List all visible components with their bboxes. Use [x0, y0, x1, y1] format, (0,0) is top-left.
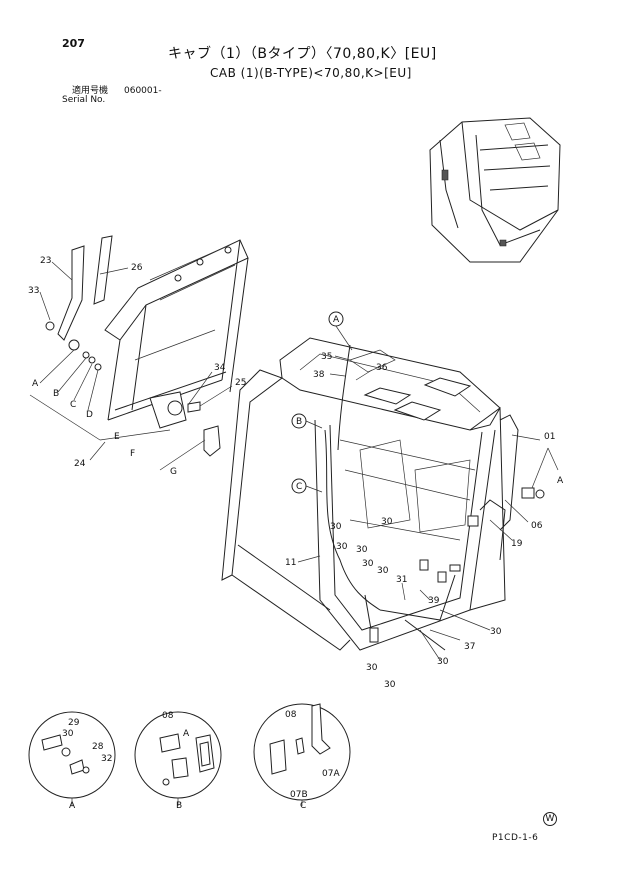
detail-b-label: B [176, 801, 182, 811]
callout-30: 30 [437, 657, 449, 667]
callout-label-c: C [70, 400, 76, 410]
callout-circle-c: C [296, 482, 302, 492]
callout-a-right: A [557, 476, 564, 486]
cab-reference-view [429, 117, 561, 263]
detail-a-part-32: 32 [101, 754, 112, 764]
callout-11: 11 [285, 558, 296, 568]
callout-34: 34 [214, 363, 226, 373]
detail-a-part-30: 30 [62, 729, 74, 739]
title-english: CAB (1)(B-TYPE)<70,80,K>[EU] [210, 66, 412, 80]
title-japanese: キャブ（1）（Bタイプ）〈70,80,K〉[EU] [168, 46, 437, 62]
callout-label-f: F [130, 449, 135, 459]
callout-23: 23 [40, 256, 51, 266]
callout-25: 25 [235, 378, 246, 388]
callout-26: 26 [131, 263, 143, 273]
serial-value: 060001- [124, 86, 162, 96]
callout-30: 30 [356, 545, 368, 555]
callout-circle-b: B [296, 417, 302, 427]
callout-30: 30 [362, 559, 374, 569]
callout-label-e: E [114, 432, 120, 442]
detail-a-part-28: 28 [92, 742, 104, 752]
leader-lines-left [29, 261, 233, 471]
detail-c-label: C [300, 801, 306, 811]
detail-c-part-08: 08 [285, 710, 297, 720]
callout-19: 19 [511, 539, 523, 549]
callout-37: 37 [464, 642, 475, 652]
leader-lines-main [297, 325, 559, 661]
detail-view-b [134, 711, 222, 806]
page-number: 207 [62, 37, 85, 50]
wiper-motor [149, 391, 221, 457]
callout-30: 30 [330, 522, 342, 532]
callout-33: 33 [28, 286, 39, 296]
detail-c-part-07a: 07A [322, 769, 340, 779]
callout-30: 30 [490, 627, 502, 637]
cab-body [221, 337, 545, 651]
callout-label-a: A [32, 379, 39, 389]
callout-38: 38 [313, 370, 325, 380]
callout-30: 30 [336, 542, 348, 552]
callout-circle-a: A [333, 315, 340, 325]
callout-06: 06 [531, 521, 543, 531]
detail-a-label: A [69, 801, 76, 811]
drawing-code: P1CD-1-6 [492, 833, 539, 843]
callout-35: 35 [321, 352, 332, 362]
serial-label-english: Serial No. [62, 95, 106, 105]
callout-circles [291, 311, 344, 494]
detail-view-c [253, 703, 351, 806]
callout-39: 39 [428, 596, 440, 606]
callout-labels: 23 26 33 A B C D E F G 24 34 25 A B C 35… [28, 256, 564, 811]
detail-c-part-07b: 07B [290, 790, 308, 800]
callout-30: 30 [366, 663, 378, 673]
callout-label-d: D [86, 410, 93, 420]
detail-b-part-a: A [183, 729, 190, 739]
detail-view-a [28, 711, 116, 806]
trademark-symbol: W [543, 812, 557, 826]
callout-01: 01 [544, 432, 555, 442]
callout-30: 30 [377, 566, 389, 576]
callout-label-b: B [53, 389, 59, 399]
callout-label-g: G [170, 467, 177, 477]
serial-label-japanese: 適用号機 [72, 86, 109, 96]
wiper-arm-and-blade [45, 235, 113, 371]
detail-b-part-08: 08 [162, 711, 174, 721]
callout-31: 31 [396, 575, 407, 585]
callout-24: 24 [74, 459, 86, 469]
callout-36: 36 [376, 363, 388, 373]
callout-30: 30 [384, 680, 396, 690]
detail-a-part-29: 29 [68, 718, 80, 728]
callout-30: 30 [381, 517, 393, 527]
